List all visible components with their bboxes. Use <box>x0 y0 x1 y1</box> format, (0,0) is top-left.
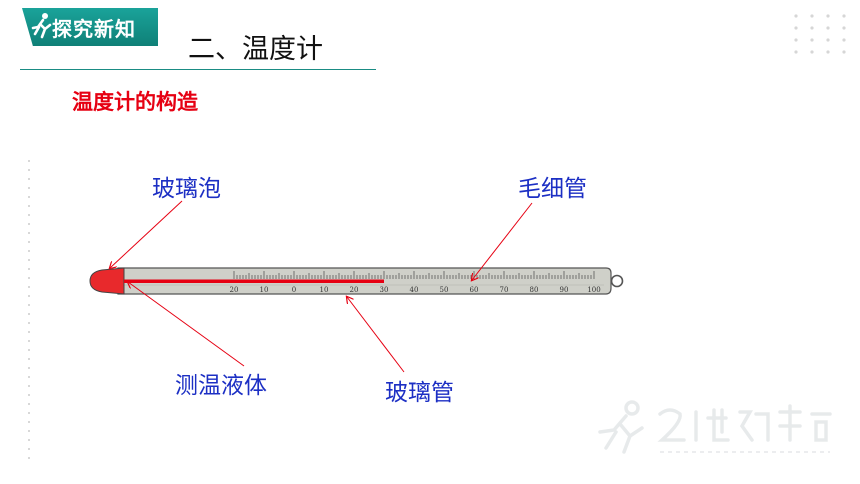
badge-label: 探究新知 <box>52 17 136 41</box>
scale-tick-label: 40 <box>410 286 419 294</box>
scale-tick-label: 100 <box>587 286 600 294</box>
arrow-capillary <box>472 202 533 280</box>
scale-tick-label: 90 <box>560 286 569 294</box>
scale-tick-label: 10 <box>320 286 329 294</box>
title-divider <box>20 69 376 70</box>
label-glass-bulb: 玻璃泡 <box>152 176 221 202</box>
arrow-tube <box>347 297 405 373</box>
scale-tick-label: 80 <box>530 286 539 294</box>
scale-ticks <box>233 271 595 279</box>
arrow-bulb <box>110 200 183 268</box>
scale-tick-label: 50 <box>440 286 449 294</box>
runner-icon <box>31 13 52 39</box>
scale-tick-label: 60 <box>470 286 479 294</box>
scale-tick-label: 70 <box>500 286 509 294</box>
scale-tick-label: 10 <box>260 286 269 294</box>
arrow-liquid <box>128 282 245 367</box>
page-title: 二、温度计 <box>188 34 323 65</box>
dot-grid-icon <box>794 14 846 54</box>
watermark-logo-icon <box>598 400 832 454</box>
scale-tick-label: 20 <box>230 286 239 294</box>
hanging-ring <box>610 274 624 288</box>
label-glass-tube: 玻璃管 <box>385 380 454 406</box>
scale-tick-label: 0 <box>292 286 296 294</box>
label-capillary: 毛细管 <box>518 176 587 202</box>
scale-tick-label: 30 <box>380 286 389 294</box>
liquid-column <box>124 279 384 283</box>
glass-bulb <box>89 267 125 295</box>
subtitle: 温度计的构造 <box>72 90 198 114</box>
scale-tick-label: 20 <box>350 286 359 294</box>
label-measuring-liquid: 测温液体 <box>175 373 267 399</box>
